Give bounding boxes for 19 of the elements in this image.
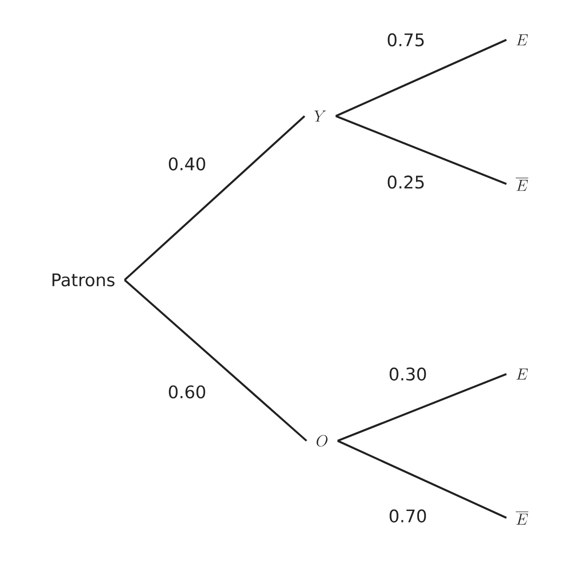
branch-line (337, 440, 507, 519)
branch-line (335, 115, 507, 185)
root-label: Patrons (52, 273, 114, 286)
probability-label: 0.70 (387, 508, 428, 524)
branch-label: $O$ (316, 434, 328, 447)
outcome-label: $E$ (516, 34, 528, 46)
probability-label: 0.40 (166, 156, 208, 172)
branch-line (335, 38, 507, 117)
branch-line (337, 373, 507, 442)
probability-label: 0.25 (385, 174, 427, 190)
probability-label: 0.60 (166, 384, 208, 400)
outcome-label: $E$ (516, 368, 528, 380)
outcome-label: $\overline{E}$ (516, 512, 528, 525)
outcome-label: $\overline{E}$ (516, 178, 528, 191)
branch-label: $Y$ (314, 110, 326, 122)
probability-label: 0.30 (387, 366, 428, 382)
branch-line (124, 115, 306, 281)
probability-label: 0.75 (385, 32, 427, 48)
branch-line (124, 279, 308, 442)
